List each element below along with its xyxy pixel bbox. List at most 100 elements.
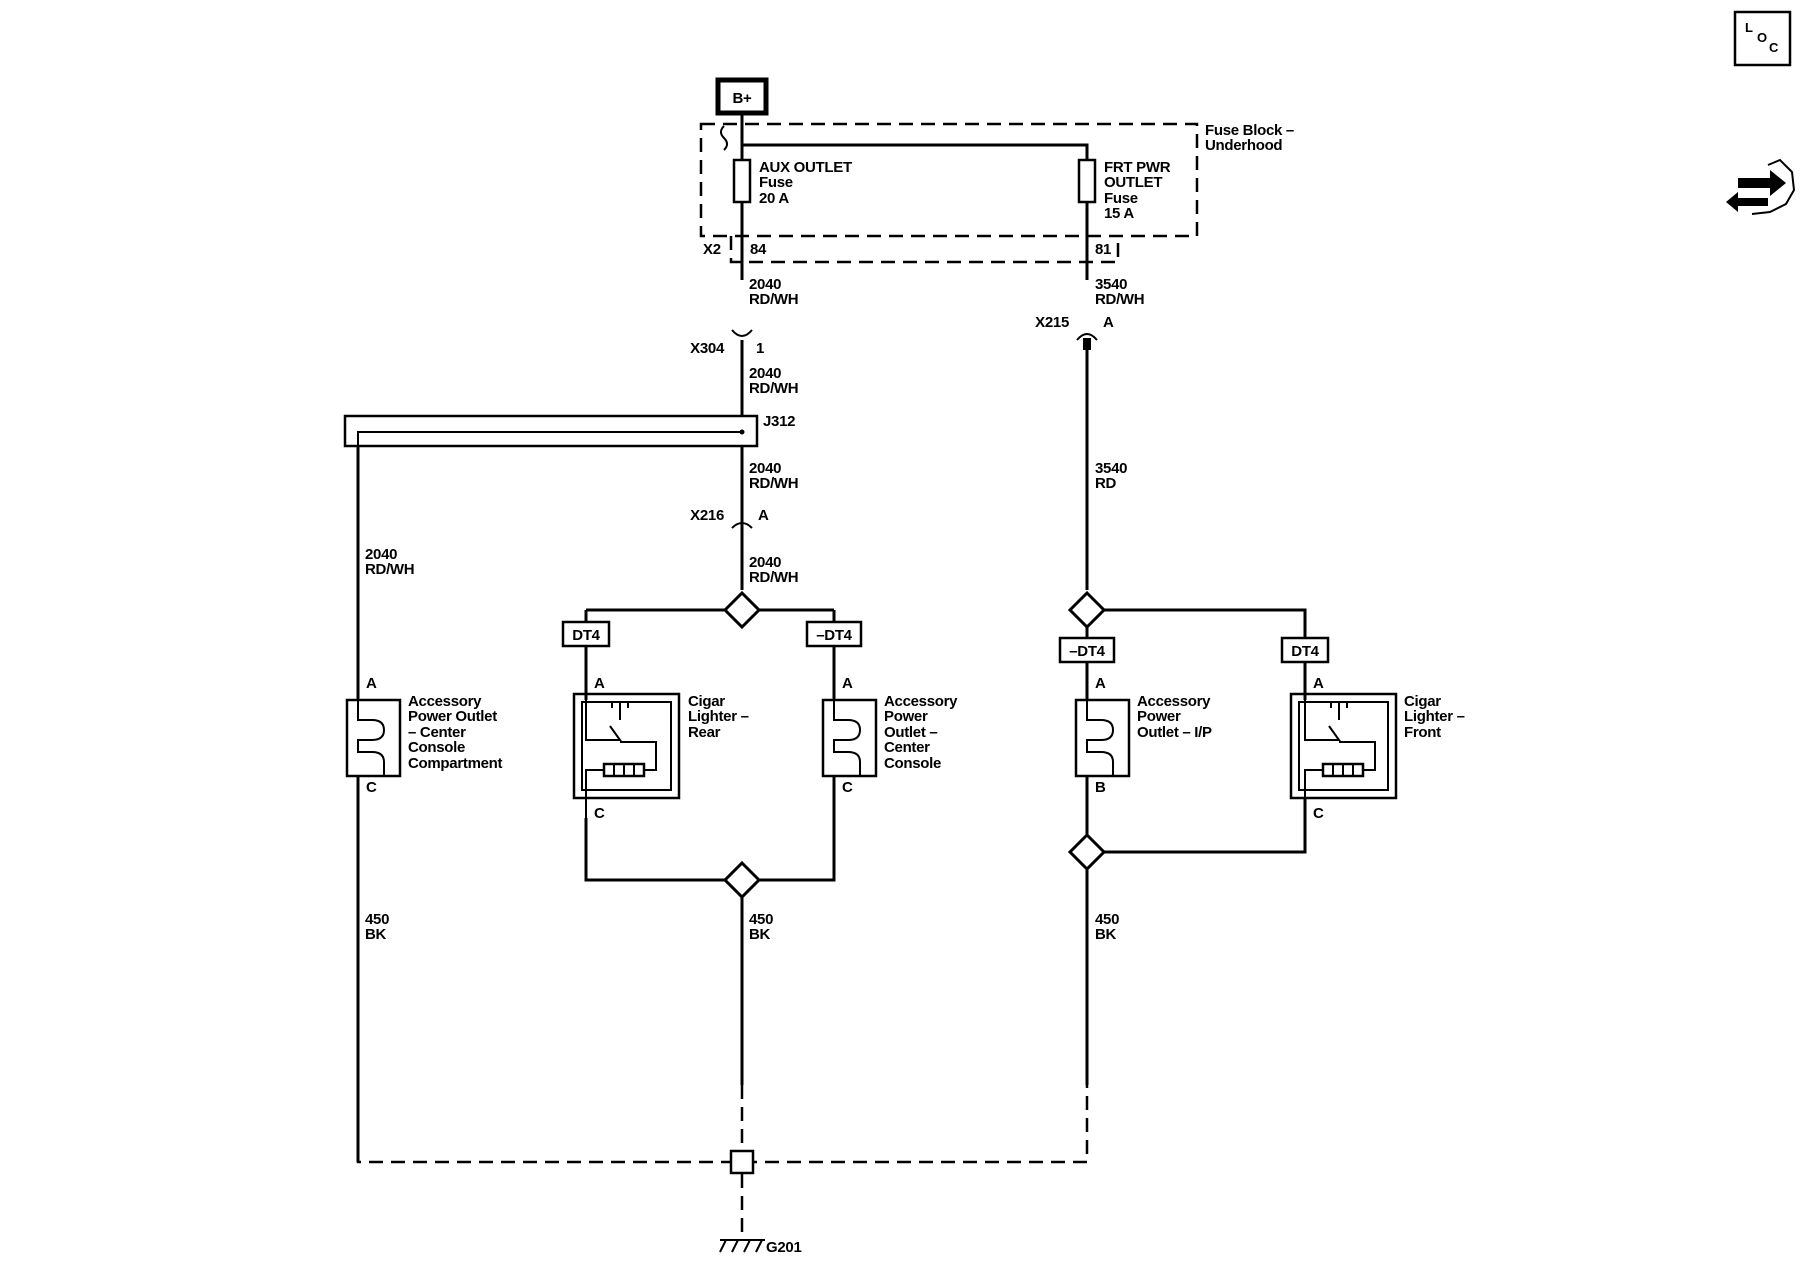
connector-x216: X216 A [690,507,769,529]
frt-fuse-line2: OUTLET [1104,174,1162,191]
apo-ccc-label-1: Accessory [408,693,482,710]
fuse-block-underhood: Fuse Block – Underhood X2 [699,122,1294,264]
frt-fuse-line4: 15 A [1104,205,1134,222]
apo-ccc-pin-bottom: C [366,779,377,796]
loc-letter-o: O [1757,30,1767,45]
tag-dt4-1: DT4 [561,620,611,648]
connector-views-icon[interactable] [1726,158,1796,215]
wire-w3-circuit: 2040 [749,460,781,477]
gnd-center-color: BK [749,926,771,943]
cigar-lighter-front: A C Cigar Lighter – Front [1289,662,1465,852]
gnd-right-circuit: 450 [1095,911,1119,928]
apo-cc-label-5: Console [884,755,941,772]
splice-right-top [1067,590,1107,630]
gnd-center-circuit: 450 [749,911,773,928]
fuse-block-name-line1: Fuse Block – [1205,122,1294,139]
cigar-rear-label-1: Cigar [688,693,725,710]
cigar-front-label-3: Front [1404,724,1441,741]
apo-ip-pin-top: A [1095,675,1106,692]
frt-pwr-outlet-fuse: FRT PWR OUTLET Fuse 15 A 81 [1077,158,1171,258]
gnd-left-circuit: 450 [365,911,389,928]
wire-right1-circuit: 3540 [1095,276,1127,293]
wire-w2-circuit: 2040 [749,365,781,382]
frt-fuse-line1: FRT PWR [1104,159,1171,176]
aux-fuse-line3: 20 A [759,190,789,207]
apo-ip-label-3: Outlet – I/P [1137,724,1212,741]
apo-ccc-label-5: Compartment [408,755,503,772]
wire-right1-color: RD/WH [1095,291,1144,308]
cigar-front-label-1: Cigar [1404,693,1441,710]
gnd-right-color: BK [1095,926,1117,943]
wire-left-color: RD/WH [365,561,414,578]
connector-x215-pin: A [1103,314,1114,331]
ground-g201-icon: G201 [719,1239,802,1256]
battery-positive-terminal: B+ [715,77,769,116]
aux-fuse-line1: AUX OUTLET [759,159,852,176]
cigar-front-pin-bottom: C [1313,805,1324,822]
apo-ip-pin-bottom: B [1095,779,1106,796]
splice-pack-j312-name: J312 [763,413,795,430]
connector-x304-name: X304 [690,340,725,357]
wire-left-circuit: 2040 [365,546,397,563]
apo-cc-label-3: Outlet – [884,724,937,741]
apo-cc-pin-bottom: C [842,779,853,796]
fuse-block-name-line2: Underhood [1205,137,1282,154]
wire-w2-color: RD/WH [749,380,798,397]
apo-ip-label-1: Accessory [1137,693,1211,710]
apo-ccc-label-4: Console [408,739,465,756]
accessory-power-outlet-ip: A B Accessory Power Outlet – I/P [1074,675,1212,840]
wire-right2-circuit: 3540 [1095,460,1127,477]
wire-w4-circuit: 2040 [749,554,781,571]
splice-center-top [722,590,762,630]
apo-cc-label-1: Accessory [884,693,958,710]
ground-g201-label: G201 [766,1239,802,1256]
apo-ccc-label-2: Power Outlet [408,708,497,725]
wire-right2-color: RD [1095,475,1117,492]
cigar-front-label-2: Lighter – [1404,708,1465,725]
wire-w1-color: RD/WH [749,291,798,308]
tag-dt4-1-label: DT4 [572,627,600,644]
connector-x215: X215 A [1035,314,1114,350]
splice-right-bottom [1067,832,1107,872]
apo-cc-label-2: Power [884,708,928,725]
aux-fuse-pin: 84 [750,241,767,258]
apo-cc-pin-top: A [842,675,853,692]
tag-dt4-2: –DT4 [805,620,863,648]
aux-fuse-line2: Fuse [759,174,793,191]
ground-splice-square [729,1149,755,1175]
tag-dt4-2-label: –DT4 [816,627,852,644]
wire-w3-color: RD/WH [749,475,798,492]
connector-x216-name: X216 [690,507,724,524]
tag-dt4-3-label: –DT4 [1069,643,1105,660]
cigar-rear-label-2: Lighter – [688,708,749,725]
accessory-power-outlet-center-console: A C Accessory Power Outlet – Center Cons… [821,675,958,880]
connector-x216-pin: A [758,507,769,524]
cigar-rear-pin-top: A [594,675,605,692]
loc-icon[interactable]: L O C [1733,10,1792,67]
cigar-rear-label-3: Rear [688,724,721,741]
cigar-front-pin-top: A [1313,675,1324,692]
connector-x304-pin: 1 [756,340,764,357]
battery-positive-label: B+ [733,90,753,107]
wire-w4-color: RD/WH [749,569,798,586]
connector-x215-name: X215 [1035,314,1069,331]
splice-center-bottom [722,860,762,900]
apo-ccc-label-3: – Center [408,724,466,741]
aux-outlet-fuse: AUX OUTLET Fuse 20 A 84 [732,158,852,258]
frt-fuse-pin: 81 [1095,241,1111,258]
cigar-rear-pin-bottom: C [594,805,605,822]
wire-w1-circuit: 2040 [749,276,781,293]
cigar-lighter-rear: A C Cigar Lighter – Rear [572,646,749,880]
splice-pack-j312: J312 [343,413,795,448]
tag-dt4-4-label: DT4 [1291,643,1319,660]
connector-x304: X304 1 [690,329,764,357]
loc-letter-c: C [1769,40,1779,55]
apo-ip-label-2: Power [1137,708,1181,725]
tag-dt4-3: –DT4 [1058,636,1116,664]
bus-squiggle-icon [720,125,728,151]
apo-cc-label-4: Center [884,739,930,756]
frt-fuse-line3: Fuse [1104,190,1138,207]
loc-letter-l: L [1745,20,1753,35]
apo-ccc-pin-top: A [366,675,377,692]
